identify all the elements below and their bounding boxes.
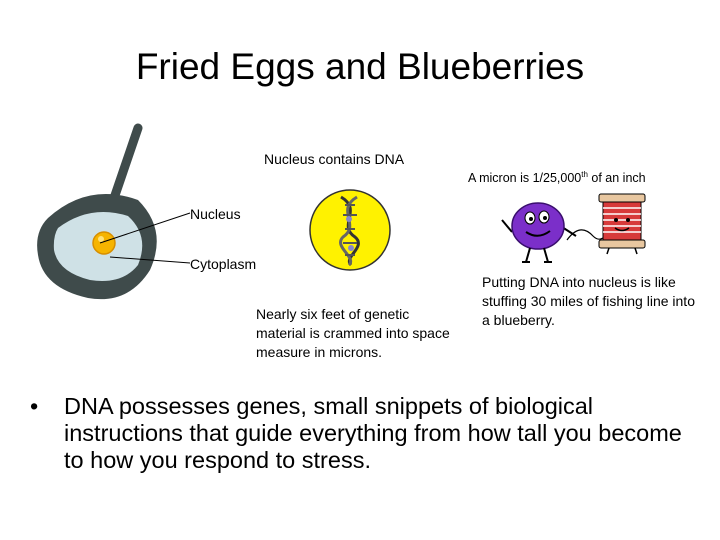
- label-cytoplasm: Cytoplasm: [190, 256, 257, 272]
- dna-helix-icon: [309, 189, 391, 271]
- thread-spool-icon: [598, 193, 646, 255]
- label-nucleus: Nucleus: [190, 206, 241, 222]
- micron-text-sup: th: [581, 170, 588, 179]
- bullet-icon: •: [30, 393, 39, 419]
- page-title: Fried Eggs and Blueberries: [135, 46, 585, 87]
- label-pointer-lines: [99, 212, 191, 264]
- micron-text-main: A micron is 1/25,000: [468, 171, 582, 185]
- frying-pan-egg-icon: [37, 123, 157, 300]
- nucleus-caption: Nucleus contains DNA: [264, 151, 405, 167]
- micron-text-suffix: of an inch: [587, 171, 646, 185]
- blueberry-analogy-note: Putting DNA into nucleus is like stuffin…: [482, 274, 695, 328]
- blueberry-character-icon: [501, 202, 577, 263]
- bullet-text: DNA possesses genes, small snippets of b…: [64, 393, 682, 473]
- genetic-material-note: Nearly six feet of genetic material is c…: [256, 306, 450, 360]
- micron-definition: A micron is 1/25,000th of an inch: [468, 170, 646, 186]
- bullet-point: • DNA possesses genes, small snippets of…: [30, 393, 700, 474]
